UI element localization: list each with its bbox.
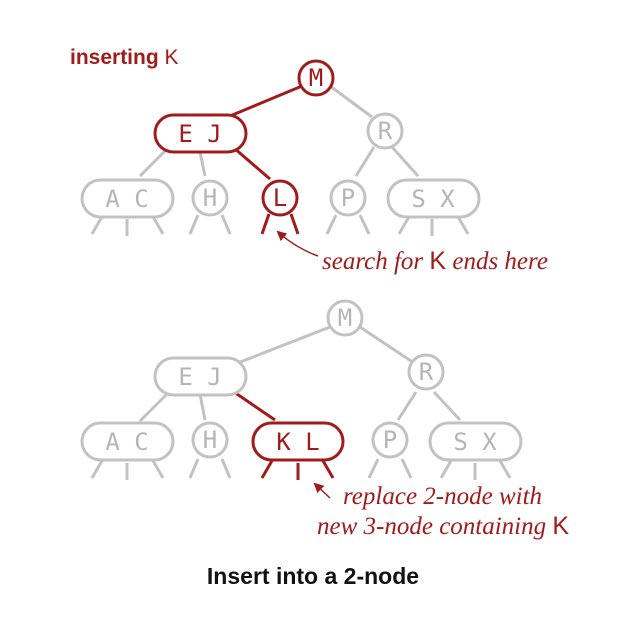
figure-caption: Insert into a 2-node bbox=[207, 563, 419, 589]
svg-text:R: R bbox=[419, 358, 434, 386]
link-ej-l bbox=[233, 146, 271, 181]
bottom-node-ej: E J bbox=[153, 356, 248, 397]
bottom-node-r: R bbox=[407, 353, 445, 391]
link-m-ej bbox=[229, 84, 303, 118]
svg-text:E J: E J bbox=[178, 363, 221, 391]
svg-text:E J: E J bbox=[178, 120, 221, 148]
link-ej-h bbox=[198, 151, 207, 177]
svg-text:S X: S X bbox=[453, 428, 497, 456]
top-l-stubs bbox=[260, 213, 300, 235]
bottom-tree: M E J R A C H K L P S X bbox=[80, 299, 569, 540]
top-node-ac: A C bbox=[80, 178, 175, 219]
svg-text:L: L bbox=[273, 184, 287, 212]
svg-text:H: H bbox=[203, 184, 217, 212]
bottom-node-sx: S X bbox=[428, 421, 523, 462]
link-r-p-2 bbox=[396, 391, 418, 421]
link-ej-kl bbox=[233, 390, 276, 422]
bottom-node-ac: A C bbox=[80, 421, 175, 462]
link-r-sx-2 bbox=[432, 390, 462, 422]
bottom-node-p: P bbox=[371, 421, 409, 459]
bottom-leaf-stubs bbox=[90, 458, 512, 480]
svg-text:P: P bbox=[383, 426, 397, 454]
svg-text:K L: K L bbox=[276, 428, 319, 456]
link-ej-ac-2 bbox=[138, 391, 170, 423]
svg-text:M: M bbox=[309, 64, 323, 92]
bottom-node-kl: K L bbox=[251, 421, 345, 462]
top-node-p: P bbox=[329, 179, 367, 217]
link-m-ej-2 bbox=[229, 325, 331, 368]
inserting-label: inserting K bbox=[70, 46, 179, 69]
svg-text:P: P bbox=[341, 184, 355, 212]
link-m-r bbox=[329, 84, 373, 119]
svg-text:H: H bbox=[203, 426, 217, 454]
top-node-h: H bbox=[191, 179, 229, 217]
top-tree: inserting K M bbox=[70, 46, 548, 275]
search-arrow bbox=[276, 230, 319, 257]
link-r-sx bbox=[390, 145, 420, 178]
bottom-kl-stubs bbox=[260, 458, 335, 480]
top-node-sx: S X bbox=[386, 178, 481, 219]
top-node-ej: E J bbox=[153, 113, 248, 154]
top-node-l: L bbox=[261, 179, 299, 217]
link-ej-ac bbox=[138, 146, 170, 178]
replace-arrow bbox=[313, 482, 331, 499]
svg-text:M: M bbox=[338, 304, 352, 332]
link-m-r-2 bbox=[359, 325, 415, 365]
svg-text:A C: A C bbox=[105, 185, 148, 213]
bottom-node-m: M bbox=[326, 299, 364, 337]
link-ej-h-2 bbox=[198, 393, 207, 421]
search-annotation: search for K ends here bbox=[322, 247, 548, 275]
svg-text:R: R bbox=[378, 117, 393, 145]
replace-annotation-line2: new 3-node containing K bbox=[317, 512, 569, 540]
replace-annotation-line1: replace 2-node with bbox=[343, 483, 542, 510]
link-r-p bbox=[354, 146, 376, 177]
svg-text:A C: A C bbox=[105, 428, 148, 456]
svg-text:S X: S X bbox=[411, 185, 455, 213]
top-node-r: R bbox=[366, 112, 404, 150]
top-node-m: M bbox=[297, 59, 335, 97]
bottom-node-h: H bbox=[191, 421, 229, 459]
